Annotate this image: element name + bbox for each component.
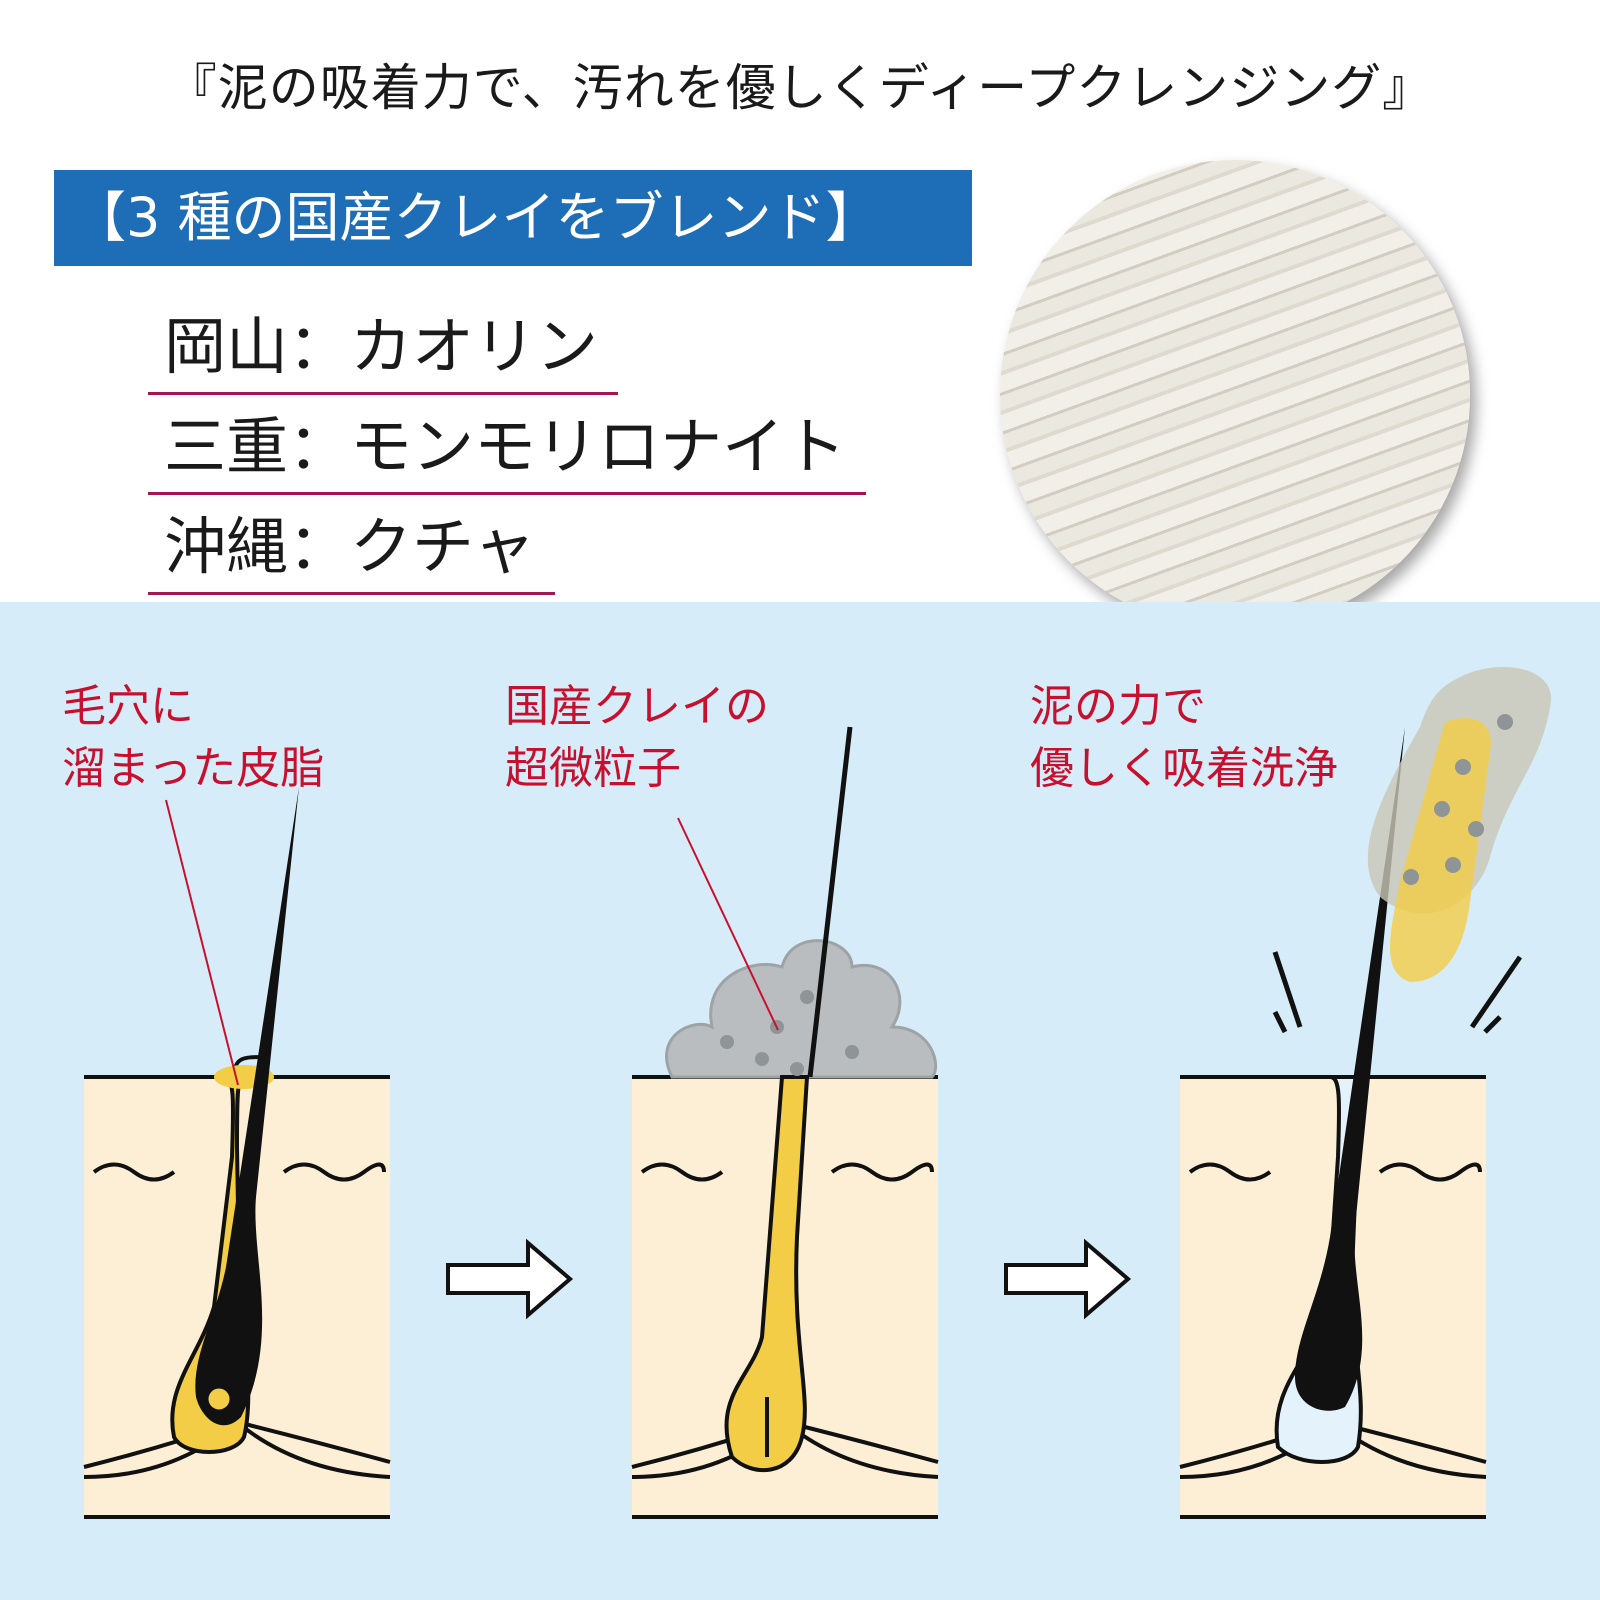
clay-okayama: 岡山：カオリン (148, 296, 619, 395)
caption-line: 毛穴に (62, 681, 194, 732)
clay-mie: 三重：モンモリロナイト (148, 396, 867, 495)
clay-okinawa: 沖縄：クチャ (148, 496, 556, 595)
caption-line: 優しく吸着洗浄 (1030, 743, 1338, 794)
panel-clay-particles (630, 726, 940, 1519)
caption-clay: 国産クレイの 超微粒子 (505, 676, 769, 800)
clay-blend-banner: 【3 種の国産クレイをブレンド】 (54, 170, 972, 266)
clay-texture-photo (1000, 160, 1470, 630)
headline: 『泥の吸着力で、汚れを優しくディープクレンジング』 (166, 59, 1434, 117)
caption-cleanse: 泥の力で 優しく吸着洗浄 (1030, 676, 1338, 800)
pointer-line (677, 817, 779, 1031)
arrow-icon (446, 1238, 574, 1320)
caption-line: 溜まった皮脂 (62, 743, 325, 794)
arrow-icon (1004, 1238, 1132, 1320)
panel-cleansed (1178, 667, 1552, 1519)
pointer-line (165, 799, 239, 1086)
caption-line: 国産クレイの (505, 681, 769, 732)
panel-sebum-clogged (82, 787, 392, 1519)
caption-sebum: 毛穴に 溜まった皮脂 (62, 676, 324, 800)
caption-line: 超微粒子 (505, 743, 681, 794)
caption-line: 泥の力で (1030, 681, 1206, 732)
